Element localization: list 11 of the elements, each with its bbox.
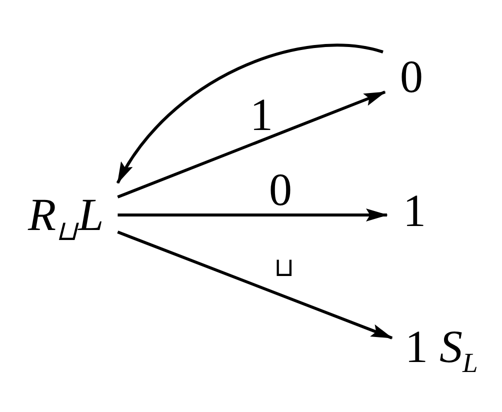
edge-label: ⊔ bbox=[274, 255, 294, 281]
arrow bbox=[117, 230, 393, 340]
state-label: 0 bbox=[400, 54, 423, 100]
state-label: 1 S$_{L}$ bbox=[405, 324, 480, 375]
edge-label: 1 bbox=[250, 92, 273, 138]
arrow bbox=[116, 44, 384, 184]
edge-label: 0 bbox=[269, 167, 292, 213]
arrow bbox=[118, 208, 388, 222]
state-label: 1 bbox=[403, 188, 426, 234]
arrow bbox=[117, 90, 386, 198]
state-label: R$_{⊔}$L bbox=[28, 192, 104, 243]
